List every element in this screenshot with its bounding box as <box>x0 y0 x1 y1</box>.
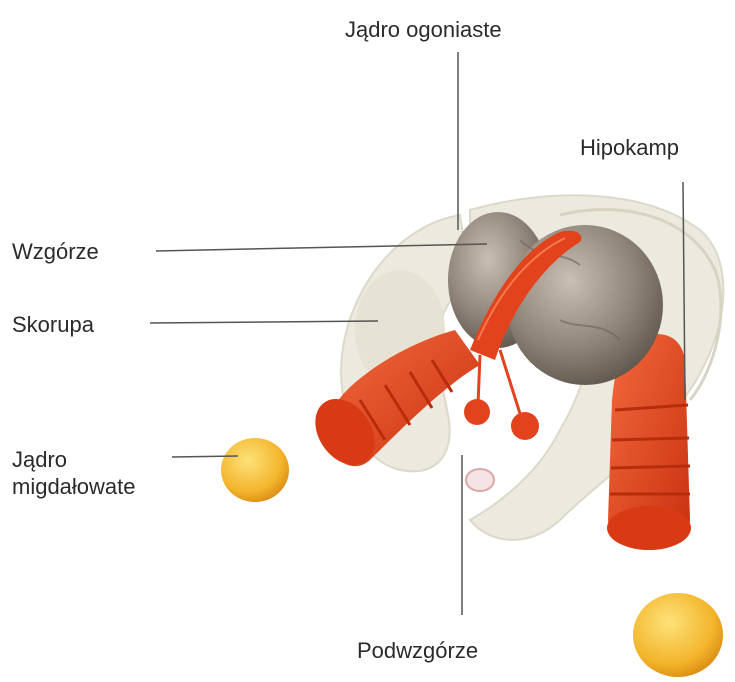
label-hypothalamus: Podwzgórze <box>357 637 478 664</box>
leader-line-amygdala <box>172 456 238 457</box>
label-thalamus: Wzgórze <box>12 238 99 265</box>
label-caudate-nucleus: Jądro ogoniaste <box>345 16 502 43</box>
mammillary-bodies <box>464 350 539 491</box>
label-amygdala: Jądro migdałowate <box>12 446 136 500</box>
label-hippocampus: Hipokamp <box>580 134 679 161</box>
amygdala-left <box>221 438 289 502</box>
leader-line-putamen <box>150 321 378 323</box>
amygdala-right <box>633 593 723 677</box>
label-putamen: Skorupa <box>12 311 94 338</box>
